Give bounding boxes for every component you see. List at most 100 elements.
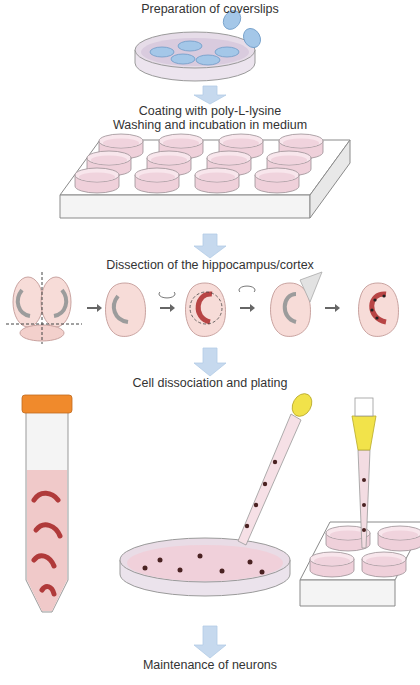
process-step: Cell dissociation and plating [0,376,420,626]
flow-arrow [194,626,226,658]
hemisphere-open-part [190,292,222,324]
isolated-hippocampus-part [375,316,378,319]
whole-brain-part [54,290,66,316]
pasteur-pipette-part-part [254,503,258,507]
process-step: Maintenance of neurons [100,658,320,682]
flow-arrow [194,234,226,258]
well-plate-part [60,195,310,218]
falcon-tube-part-part [36,525,60,536]
micropipette-tip-part [358,450,370,548]
small-plate-part [362,552,406,577]
well-plate-part [195,168,239,193]
whole-brain [6,272,82,344]
hemisphere-cut-part [300,272,322,302]
hemisphere-cut [271,272,322,336]
small-plate-part [310,552,354,577]
hemisphere-cut-part [285,294,296,322]
whole-brain-part [41,277,71,327]
pasteur-pipette-part-part [245,524,249,528]
hemisphere-part [114,296,128,322]
isolated-hippocampus-part [382,294,385,297]
small-plate [300,522,420,606]
step-arrow-part [160,304,175,312]
isolated-hippocampus-part [370,308,373,311]
hemisphere-open [186,283,226,336]
flow-arrow [194,348,226,376]
coverslip-part [196,55,220,65]
culture-dish-part-part [178,568,183,573]
step-label: Dissection of the hippocampus/cortex [0,258,420,272]
micropipette-tip-part-part [362,478,366,482]
isolated-hippocampus-part [359,283,399,336]
micropipette-tip-part [362,478,366,532]
coverslip-part [150,47,174,57]
well-plate [60,134,350,218]
pasteur-pipette-part [288,390,316,420]
falcon-tube-part-part [34,493,58,500]
step-label: Coating with poly-L-lysine [50,104,370,118]
process-step: Coating with poly-L-lysineWashing and in… [50,104,370,234]
whole-brain-part [13,277,43,327]
hemisphere-open-part [186,283,226,336]
step-label: Washing and incubation in medium [50,118,370,132]
small-plate-part [378,526,420,551]
step-label: Cell dissociation and plating [0,376,420,390]
pasteur-pipette [238,390,316,545]
process-step: Dissection of the hippocampus/cortex [0,258,420,348]
coverslip-part [178,41,202,51]
step-label: Preparation of coverslips [60,2,360,16]
falcon-tube-part [34,493,60,594]
culture-dish-part-part [220,569,225,574]
hemisphere-open-part [198,294,212,322]
petri-dish-part [141,38,249,66]
whole-brain-part [42,272,43,344]
falcon-tube [22,395,72,612]
hemisphere [106,283,146,336]
well-plate-part [255,168,299,193]
small-plate-part [300,522,420,580]
culture-dish-part-part [248,560,253,565]
culture-dish-part-part [260,570,265,575]
culture-dish-part [127,545,283,581]
hemisphere-part [106,283,146,336]
isolated-hippocampus-part [372,294,386,322]
coverslip-part [171,54,195,64]
rotate-symbol-part [239,286,255,292]
culture-dish [120,538,290,596]
culture-dish-part-part [198,554,203,559]
petri-dish-part [135,32,255,68]
pasteur-pipette-part-part [273,460,277,464]
whole-brain-part [18,290,30,316]
petri-dish [135,32,255,81]
step-arrow [87,304,340,312]
well-plate-part [75,168,119,193]
small-plate-part [300,580,395,606]
isolated-hippocampus-part [373,298,376,301]
falcon-tube-part-part [34,556,54,566]
whole-brain-part [6,324,82,325]
falcon-tube-part [27,470,67,611]
step-arrow-part [240,304,255,312]
culture-dish-part [120,538,290,582]
micropipette-tip-part [355,398,373,416]
pasteur-pipette-part [245,460,277,528]
micropipette-tip-part-part [362,528,366,532]
pasteur-pipette-part [238,414,301,545]
falcon-tube-part [26,412,68,612]
hemisphere-cut-part [271,283,311,336]
flow-arrow [194,86,226,104]
step-label: Maintenance of neurons [100,658,320,672]
coverslip-part [240,25,264,50]
culture-dish-part-part [158,558,163,563]
isolated-hippocampus [359,283,399,336]
rotate-symbol [159,286,255,298]
rotate-symbol-part [159,292,175,298]
culture-dish-part-part [143,566,148,571]
well-plate-part [135,168,179,193]
falcon-tube-part [22,395,72,413]
falcon-tube-part-part [42,587,54,594]
coverslip-part [215,47,239,57]
pasteur-pipette-part-part [263,482,267,486]
